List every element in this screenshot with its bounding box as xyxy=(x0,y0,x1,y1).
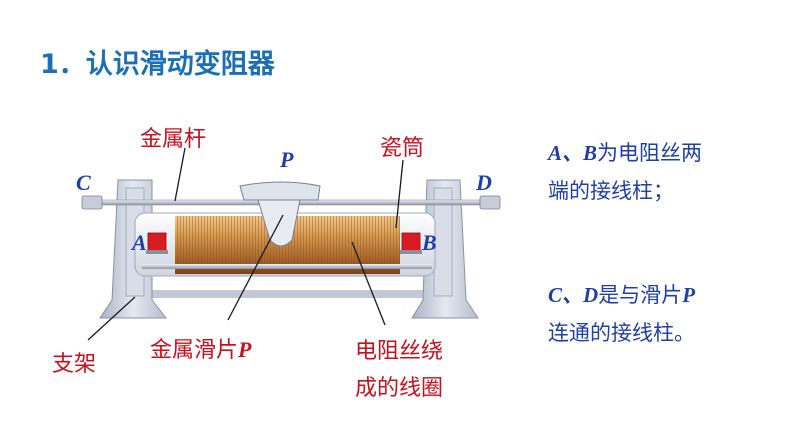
note-ab-line1-rest: 为电阻丝两 xyxy=(597,141,703,165)
note-cd-line1-mid: 是与滑片 xyxy=(598,283,683,307)
letter-d: D xyxy=(476,170,492,195)
note-cd-letters: C、D xyxy=(548,283,599,307)
note-ab: A、B为电阻丝两 端的接线柱； xyxy=(548,134,763,210)
letter-a: A xyxy=(132,230,147,255)
leader-slider xyxy=(227,214,284,321)
leader-porcelain-tube xyxy=(395,159,404,229)
page-title: 1．认识滑动变阻器 xyxy=(40,49,275,80)
note-cd-letter-p: P xyxy=(682,283,696,307)
leader-metal-rod xyxy=(174,147,186,202)
letter-c: C xyxy=(76,170,91,195)
label-coil-line1: 电阻丝绕 xyxy=(355,339,444,364)
label-metal-slider: 金属滑片P xyxy=(150,332,251,364)
label-porcelain-tube: 瓷筒 xyxy=(380,136,425,161)
letter-b: B xyxy=(422,230,437,255)
leader-support xyxy=(87,296,136,341)
note-cd-line1: C、D是与滑片P xyxy=(548,276,763,314)
label-metal-rod: 金属杆 xyxy=(140,127,207,152)
note-ab-line1: A、B为电阻丝两 xyxy=(548,134,763,172)
base-rail xyxy=(125,290,440,298)
note-cd: C、D是与滑片P 连通的接线柱。 xyxy=(548,276,763,352)
label-coil-line2: 成的线圈 xyxy=(355,376,444,401)
label-metal-slider-letter: P xyxy=(238,337,252,362)
letter-p-top: P xyxy=(280,147,294,172)
lower-rod xyxy=(142,264,432,269)
note-ab-letters: A、B xyxy=(548,141,598,165)
label-support: 支架 xyxy=(52,352,97,377)
label-metal-slider-text: 金属滑片 xyxy=(150,338,239,363)
note-cd-line2: 连通的接线柱。 xyxy=(548,321,695,345)
terminal-b xyxy=(400,232,422,254)
note-ab-line2: 端的接线柱； xyxy=(548,179,674,203)
leader-coil xyxy=(351,241,386,326)
terminal-a xyxy=(146,232,168,254)
